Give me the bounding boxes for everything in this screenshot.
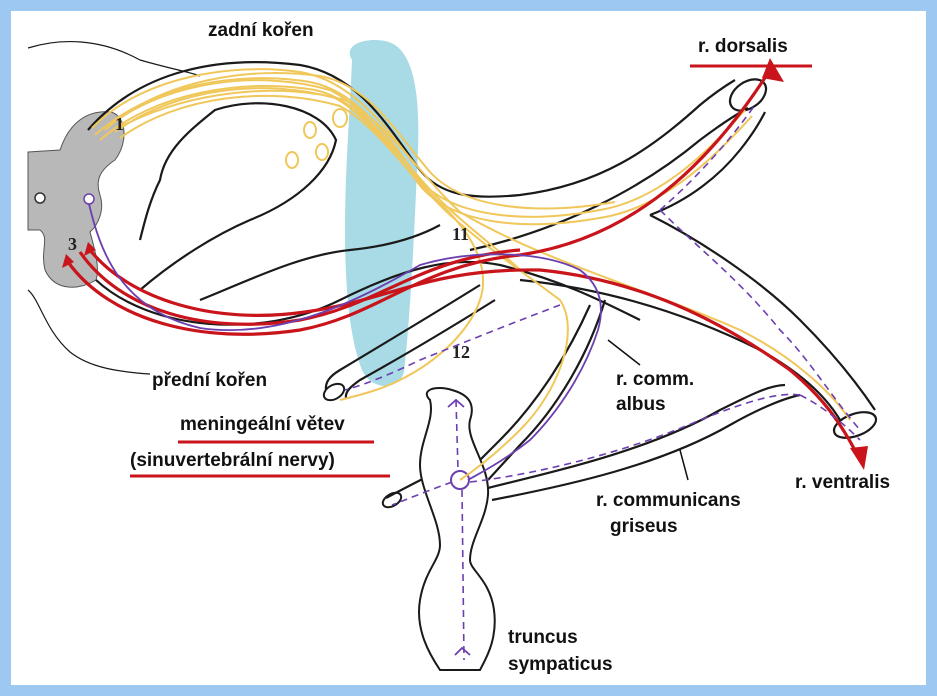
label-sympaticus: sympaticus [508,654,613,675]
label-dorsal-root: zadní kořen [208,20,314,41]
label-ramus-dorsalis: r. dorsalis [698,36,788,57]
ramus-comm-albus-outline-2 [488,300,605,480]
comm-griseus-leader [680,450,688,480]
label-comm-griseus-1: r. communicans [596,490,741,511]
label-ramus-ventralis: r. ventralis [795,472,890,493]
ramus-dorsalis-arrowhead [762,58,784,82]
marker-12: 12 [452,342,470,362]
lateral-horn-neuron [84,194,94,204]
comm-albus-leader [608,340,640,365]
root-inner-curve [140,103,336,290]
label-ventral-root: přední kořen [152,370,267,391]
marker-11: 11 [452,224,469,244]
label-comm-albus-2: albus [616,394,666,415]
label-comm-griseus-2: griseus [610,516,678,537]
label-meningeal-branch: meningeální větev [180,414,345,435]
label-comm-albus-1: r. comm. [616,369,694,390]
label-sinuvertebral-nerves: (sinuvertebrální nervy) [130,450,335,471]
marker-1: 1 [115,114,124,134]
central-canal [35,193,45,203]
marker-3: 3 [68,234,77,254]
ramus-ventralis-arrowhead [850,446,868,470]
label-truncus: truncus [508,627,578,648]
griseus-spinal-cut-end [380,490,403,510]
